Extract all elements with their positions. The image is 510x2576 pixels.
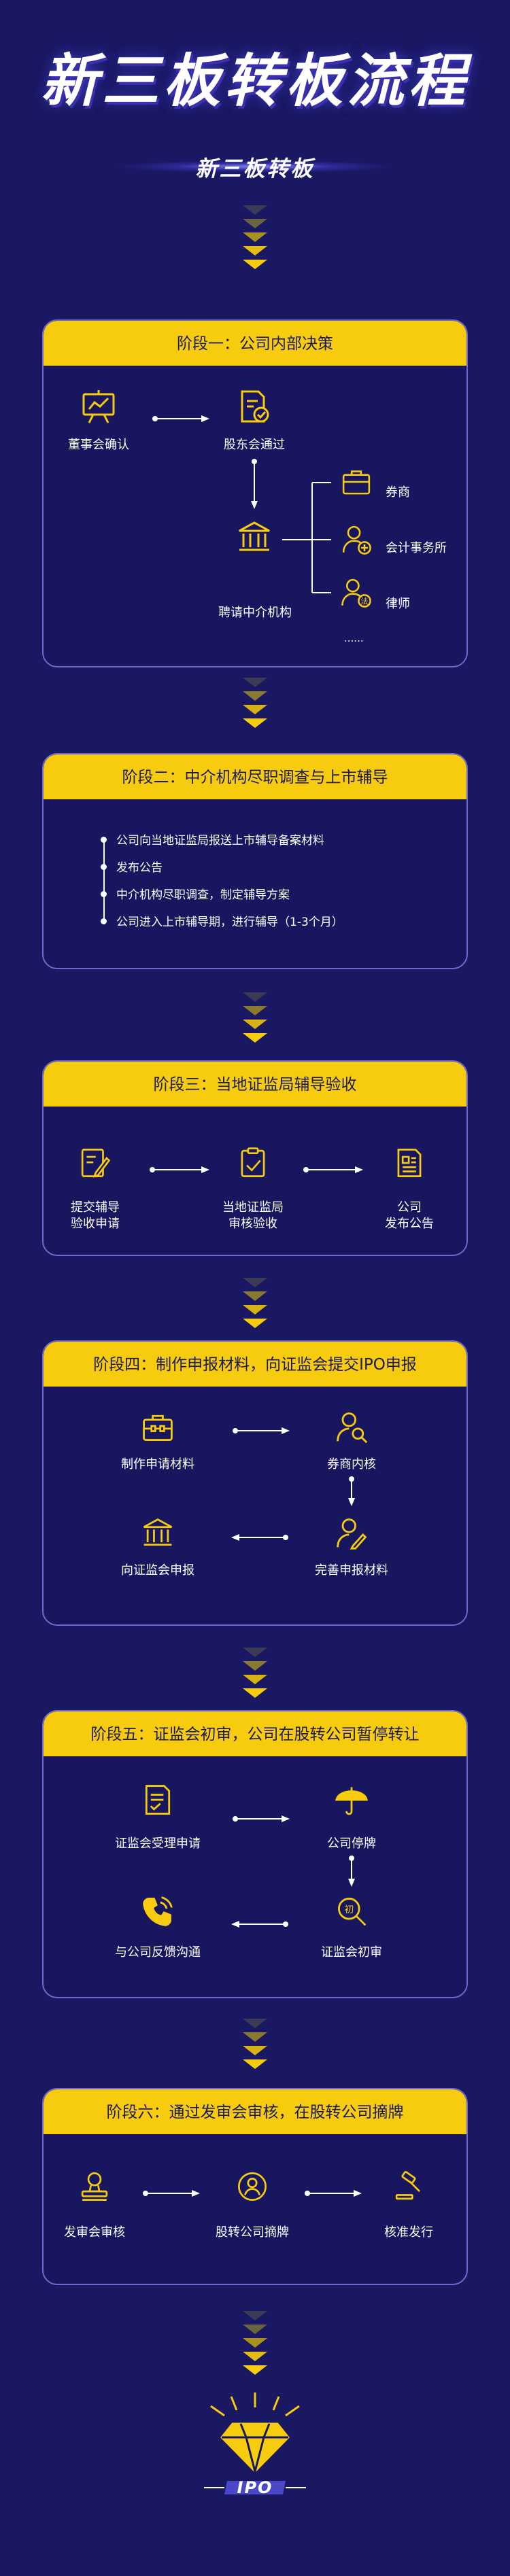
doc-list-icon (140, 1782, 175, 1817)
gavel-icon (392, 2170, 426, 2204)
arrow-right (302, 1164, 363, 1173)
stage-6-delist-label: 股转公司摘牌 (216, 2225, 289, 2240)
list-item: 中介机构尽职调查，制定辅导方案 (101, 885, 290, 902)
stage-2-list: 公司向当地证监局报送上市辅导备案材料 发布公告 中介机构尽职调查，制定辅导方案 … (101, 831, 454, 939)
newspaper-icon (392, 1146, 426, 1180)
arrow-left (231, 1918, 290, 1928)
arrow-right (148, 1164, 209, 1173)
stage-4-card: 阶段四：制作申报材料，向证监会提交IPO申报 (42, 1340, 468, 1626)
stage-5-suspend-label: 公司停牌 (327, 1837, 376, 1851)
list-item-text: 发布公告 (116, 861, 163, 875)
stamp-icon (78, 2170, 112, 2204)
stage-3-step3-line2: 发布公告 (385, 1217, 434, 1231)
ipo-label: IPO (237, 2478, 273, 2497)
chevron-stack-2 (241, 676, 269, 731)
phone-icon (140, 1894, 175, 1929)
person-badge-icon (235, 2170, 269, 2204)
list-item-text: 公司进入上市辅导期，进行辅导（1-3个月） (116, 916, 343, 929)
stage-5-card: 阶段五：证监会初审，公司在股转公司暂停转让 (42, 1710, 468, 1998)
arrow-right (141, 2187, 200, 2197)
page-subtitle: 新三板转板 (195, 156, 315, 181)
list-item-text: 公司向当地证监局报送上市辅导备案材料 (116, 834, 324, 848)
ipo-badge: IPO (204, 2475, 306, 2500)
stage-4-title: 阶段四：制作申报材料，向证监会提交IPO申报 (44, 1342, 466, 1387)
board-icon (80, 387, 118, 425)
stage-6-audit-label: 发审会审核 (64, 2225, 125, 2240)
chevron-stack-1 (241, 204, 269, 272)
stage-5-feedback-label: 与公司反馈沟通 (115, 1945, 201, 1960)
branch-connector (282, 476, 337, 612)
chevron-stack-4 (241, 1276, 269, 1331)
bank-icon (235, 519, 273, 557)
list-item: 公司向当地证监局报送上市辅导备案材料 (101, 831, 324, 848)
stage-2-title: 阶段二：中介机构尽职调查与上市辅导 (44, 754, 466, 799)
arrow-right (231, 1813, 290, 1822)
toolbox-icon (140, 1410, 175, 1445)
stage-6-title: 阶段六：通过发审会审核，在股转公司摘牌 (44, 2089, 466, 2134)
arrow-right (303, 2187, 362, 2197)
lawyer-icon: 法 (340, 576, 373, 609)
stage-3-title: 阶段三：当地证监局辅导验收 (44, 1062, 466, 1107)
stage-4-make-label: 制作申请材料 (121, 1457, 194, 1472)
arrow-right (151, 413, 209, 422)
arrow-down (347, 1476, 356, 1506)
person-plus-icon (340, 523, 373, 556)
search-badge-icon: 初 (334, 1894, 369, 1929)
list-item: 发布公告 (101, 858, 163, 875)
chevron-stack-5 (241, 1646, 269, 1701)
stage-3-step1-line1: 提交辅导 (71, 1200, 120, 1215)
stage-6-issue-label: 核准发行 (384, 2225, 433, 2240)
umbrella-icon (334, 1782, 369, 1817)
stage-3-step3-line1: 公司 (397, 1200, 422, 1215)
stage-5-review-label: 证监会初审 (321, 1945, 382, 1960)
stage-5-accept-label: 证监会受理申请 (115, 1837, 201, 1851)
stage-2-card: 阶段二：中介机构尽职调查与上市辅导 (42, 753, 468, 969)
list-item: 公司进入上市辅导期，进行辅导（1-3个月） (101, 912, 343, 929)
list-item-text: 中介机构尽职调查，制定辅导方案 (116, 888, 290, 902)
stage-1-hire-label: 聘请中介机构 (218, 606, 292, 620)
svg-text:初: 初 (344, 1904, 354, 1915)
clipboard-check-icon (236, 1146, 270, 1180)
stage-1-more: ...... (344, 632, 364, 644)
page-title: 新三板转板流程 (40, 48, 469, 114)
stage-6-card: 阶段六：通过发审会审核，在股转公司摘牌 (42, 2088, 468, 2285)
arrow-down (250, 459, 258, 510)
person-search-icon (334, 1410, 369, 1445)
person-edit-icon (334, 1516, 369, 1551)
stage-1-board-label: 董事会确认 (68, 438, 129, 452)
briefcase-icon (340, 466, 373, 498)
stage-1-accounting-label: 会计事务所 (386, 541, 447, 555)
stage-1-lawyer-label: 律师 (386, 597, 410, 611)
stage-3-step2-line2: 审核验收 (228, 1217, 277, 1231)
subtitle-banner: 新三板转板 (119, 148, 391, 184)
stage-1-shareholders-label: 股东会通过 (224, 438, 285, 452)
stage-3-card: 阶段三：当地证监局辅导验收 (42, 1060, 468, 1256)
chevron-stack-7 (241, 2310, 269, 2378)
pen-doc-icon (78, 1146, 112, 1180)
stage-1-broker-label: 券商 (386, 485, 410, 500)
stage-4-complete-label: 完善申报材料 (315, 1563, 388, 1578)
stage-4-broker-check-label: 券商内核 (327, 1457, 376, 1472)
chevron-stack-3 (241, 991, 269, 1045)
diamond-icon (204, 2392, 306, 2481)
approve-doc-icon (235, 387, 273, 425)
stage-3-step2-line1: 当地证监局 (222, 1200, 284, 1215)
arrow-down (347, 1856, 356, 1887)
subtitle-glow (119, 160, 391, 173)
stage-3-step1-line2: 验收申请 (71, 1217, 120, 1231)
stage-1-title: 阶段一：公司内部决策 (44, 321, 466, 366)
arrow-right (231, 1425, 290, 1434)
timeline-line (103, 839, 105, 924)
arrow-left (231, 1531, 290, 1541)
stage-5-title: 阶段五：证监会初审，公司在股转公司暂停转让 (44, 1711, 466, 1756)
bank-icon (140, 1516, 175, 1551)
stage-4-submit-label: 向证监会申报 (121, 1563, 194, 1578)
svg-text:法: 法 (360, 596, 368, 606)
chevron-stack-6 (241, 2017, 269, 2072)
